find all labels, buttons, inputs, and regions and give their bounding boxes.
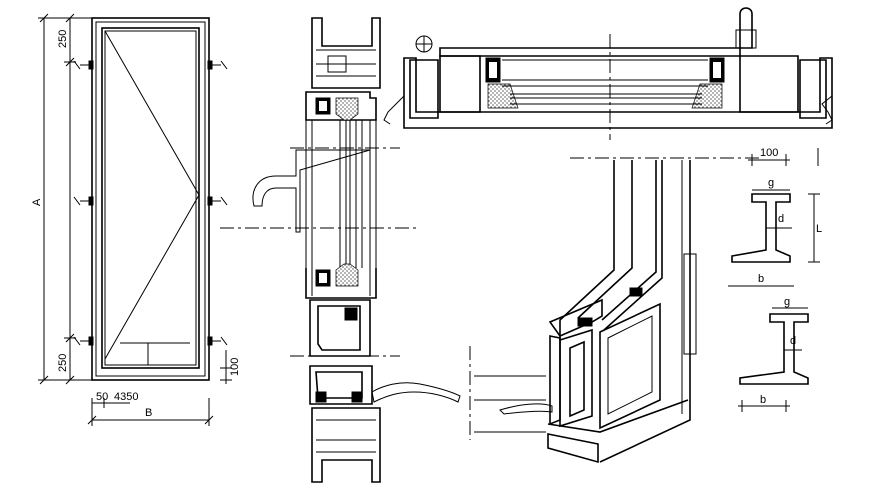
dim-sill-label: 100 [229,358,241,376]
door-inner-frame [95,21,206,377]
right-frame-profile [799,59,827,119]
profile-bot-g: g [784,296,790,308]
profile-bot-d: d [790,335,796,347]
stile-face [559,328,593,428]
profile-bot-b: b [760,394,766,406]
sill-drip [371,382,461,403]
profile-top-b: b [758,273,764,285]
door-sash-inner [104,30,197,366]
wall-tie-right [821,95,833,125]
door-sash [101,27,200,369]
corner-edge-3 [601,160,657,321]
handle-top [739,7,753,49]
profile-bottom-shape [739,313,809,385]
sill-profile [309,365,373,405]
profile-top-g: g [768,177,774,189]
bottom-frame-chambers [316,419,376,453]
dim-height-label: A [31,198,43,206]
profile-top-shape [731,193,791,263]
corner-edge-4 [603,160,663,331]
dim-spacing-label: 4350 [114,391,138,403]
left-seal [487,83,519,109]
dim-bottom-label: 250 [57,354,69,372]
hinge-marks-left [73,60,94,346]
glazing-unit [305,120,377,296]
vertical-hinge [683,253,697,355]
upper-rail-profile [548,298,603,337]
top-rail [439,47,741,57]
sill-edge [547,399,689,433]
upper-glazing-bead-void [319,101,327,111]
handle-section [252,149,371,233]
lower-seal [335,263,359,287]
bottom-sash-steel [317,305,361,351]
corner-perspective-detail [469,160,697,464]
vertical-section [220,17,461,483]
top-frame-chamber [327,55,347,73]
panel-inset [607,315,653,415]
right-sash [739,55,799,113]
drip-perspective [499,403,553,415]
corner-edge-5 [599,160,691,463]
profile-top-100: 100 [760,147,778,159]
stile-core [569,340,585,418]
dim-bottom-pos-label: 50 [96,391,108,403]
handle-base [735,29,757,49]
left-sash [439,55,481,113]
dim-top-label: 250 [57,30,69,48]
profile-detail-bottom: g d b [738,296,809,412]
upper-rail-block-2 [629,287,643,297]
glass-lines [502,59,708,105]
dim-width-label: B [145,407,152,419]
wall-tie-left [383,95,405,125]
right-seal [691,83,723,109]
profile-detail-top: 100 g d L b [728,147,822,287]
panel-face [599,302,661,430]
upper-seal [335,97,359,121]
door-elevation: 250 A 250 50 4350 B 100 [31,13,241,426]
right-glazing-bead-void [713,62,721,78]
bottom-frame-profile [311,407,381,483]
opening-direction-lines [104,30,200,360]
horizontal-dimensions [87,350,232,426]
left-glazing-bead-void [489,62,497,78]
left-frame-profile [409,59,439,119]
vertical-dimensions [38,13,92,385]
hinge-marks-right [207,60,228,346]
profile-top-d: d [778,213,784,225]
door-outer-frame [91,17,210,381]
corner-edge-2 [577,160,633,319]
profile-top-l: L [816,223,822,235]
top-frame-profile [311,17,381,89]
bottom-sash-block [344,307,358,321]
lower-sash-top [305,268,377,299]
sill-block-left [315,391,327,403]
upper-rail-block [577,317,593,327]
sill-profile-perspective [547,433,599,464]
frame-outline [403,57,833,129]
lower-glazing-bead-void [319,273,327,283]
sill-block-right [351,391,363,403]
corner-edge-1 [559,160,615,340]
bottom-sash-profile [309,299,371,357]
horizontal-section [383,7,833,159]
